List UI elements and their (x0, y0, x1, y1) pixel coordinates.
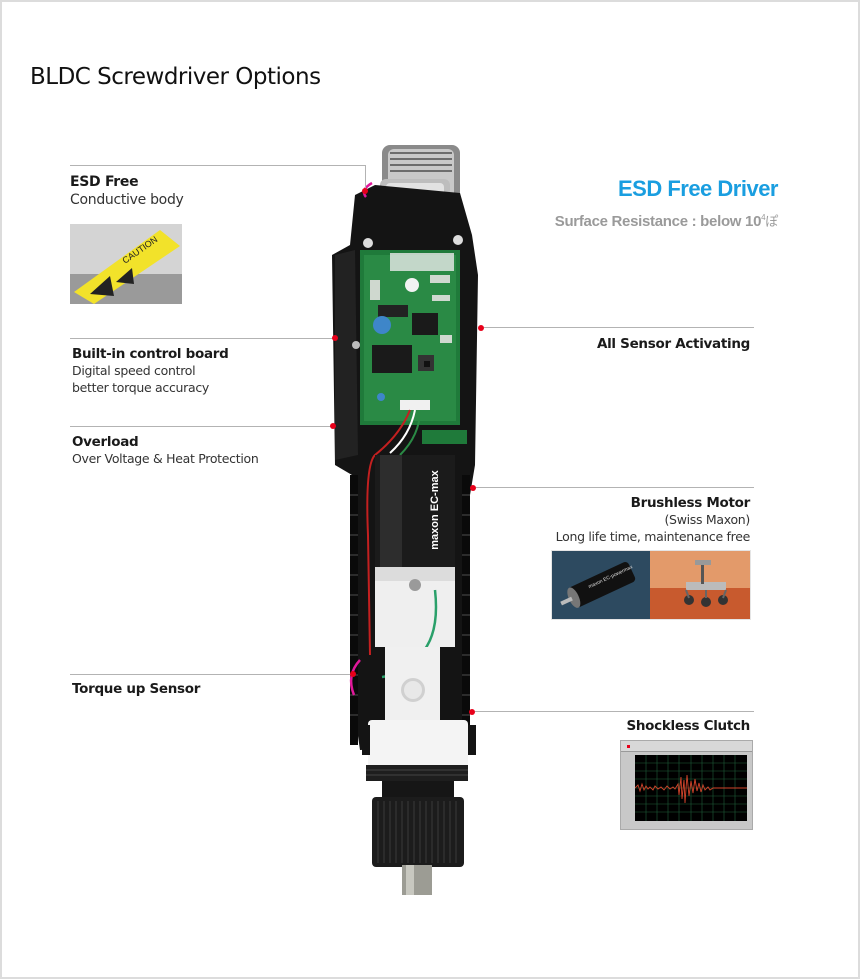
callout-line-control-board (70, 338, 335, 339)
feature-heading: Torque up Sensor (72, 681, 201, 697)
surface-resistance-text: Surface Resistance : below 10 (554, 213, 762, 230)
callout-line-all-sensor (484, 327, 754, 328)
callout-line-torque-sensor (70, 674, 353, 675)
feature-heading: Brushless Motor (630, 495, 751, 511)
resistance-exponent: 4 (761, 213, 766, 222)
feature-overload: Overload Over Voltage & Heat Protection (72, 434, 259, 467)
feature-brushless-motor: Brushless Motor (Swiss Maxon) Long life … (555, 495, 751, 545)
feature-line: Conductive body (70, 192, 184, 208)
callout-dot-overload (330, 423, 336, 429)
callout-line-brushless-motor (476, 487, 754, 488)
callout-dot-torque-sensor (350, 671, 356, 677)
chart-toolbar (621, 741, 752, 752)
esd-driver-title: ESD Free Driver (617, 176, 779, 201)
waveform-plot (635, 755, 747, 821)
feature-control-board: Built-in control board Digital speed con… (72, 346, 229, 396)
page-title: BLDC Screwdriver Options (30, 64, 321, 90)
feature-line: Over Voltage & Heat Protection (72, 451, 259, 466)
maxon-motor-and-mars-rover-photo: maxon EC-powermax (551, 550, 751, 620)
motor-label: maxon EC-max (429, 469, 441, 549)
feature-shockless-clutch: Shockless Clutch (626, 718, 750, 734)
callout-line-shockless-clutch (475, 711, 754, 712)
callout-dot-all-sensor (478, 325, 484, 331)
esd-caution-label-photo: CAUTION (70, 224, 182, 304)
callout-dot-shockless-clutch (469, 709, 475, 715)
callout-line-esd-free (70, 165, 365, 166)
feature-esd-free: ESD Free Conductive body (70, 174, 184, 209)
feature-heading: ESD Free (70, 174, 139, 190)
feature-torque-sensor: Torque up Sensor (72, 681, 200, 697)
callout-dot-control-board (332, 335, 338, 341)
feature-line: better torque accuracy (72, 380, 210, 395)
callout-line-esd-free-vertical (365, 165, 366, 190)
callout-dot-esd-free (362, 188, 368, 194)
feature-line: Digital speed control (72, 363, 196, 378)
resistance-unit: ぽ (765, 214, 778, 229)
esd-driver-subtitle: Surface Resistance : below 104ぽ (554, 211, 779, 230)
feature-line: Long life time, maintenance free (555, 529, 751, 544)
feature-heading: Shockless Clutch (626, 718, 750, 734)
callout-dot-brushless-motor (470, 485, 476, 491)
feature-heading: Built-in control board (72, 346, 229, 362)
feature-heading: Overload (72, 434, 139, 450)
callout-line-overload (70, 426, 333, 427)
vibration-waveform-chart (620, 740, 753, 830)
feature-all-sensor: All Sensor Activating (597, 336, 750, 352)
feature-heading: All Sensor Activating (596, 336, 750, 352)
screwdriver-cutaway-image: maxon EC-max (332, 145, 478, 895)
feature-line: (Swiss Maxon) (664, 512, 750, 527)
